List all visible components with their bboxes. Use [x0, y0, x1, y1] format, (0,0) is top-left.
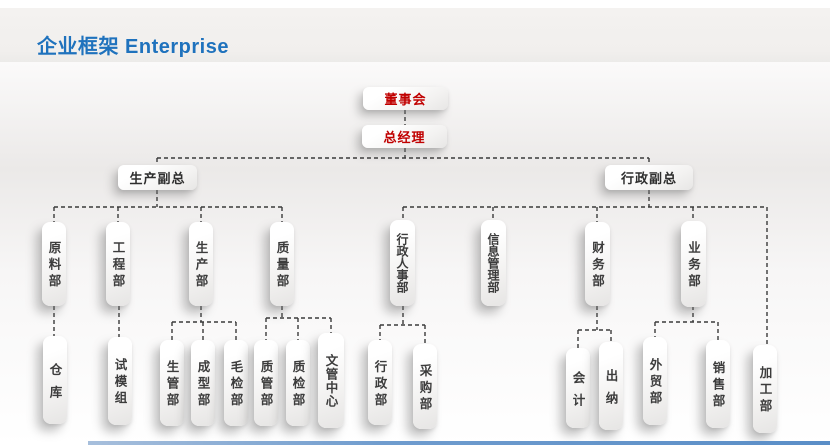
- org-node-molding: 成型部: [191, 340, 215, 426]
- bottom-accent-bar: [88, 441, 830, 445]
- org-node-raw-material: 原料部: [42, 222, 66, 306]
- org-node-prod-vp: 生产副总: [118, 165, 197, 190]
- org-node-purchasing: 采购部: [413, 344, 437, 429]
- page-title: 企业框架 Enterprise: [37, 36, 229, 58]
- org-node-quality: 质量部: [270, 222, 294, 306]
- org-node-warehouse: 仓库: [43, 336, 67, 424]
- org-node-foreign-trade: 外贸部: [643, 337, 667, 425]
- org-node-cashier: 出纳: [599, 342, 623, 430]
- org-node-sales: 销售部: [706, 340, 730, 428]
- org-node-info-mgmt: 信息管理部: [481, 220, 506, 306]
- org-node-finance: 财务部: [585, 222, 610, 306]
- org-node-doc-center: 文管中心: [318, 333, 344, 428]
- org-node-production: 生产部: [189, 222, 213, 306]
- org-node-quality-inspect: 质检部: [286, 340, 310, 426]
- org-node-trial-mold: 试模组: [108, 337, 132, 425]
- org-node-admin-hr: 行政人事部: [390, 220, 415, 306]
- org-node-admin-dept: 行政部: [368, 340, 392, 425]
- org-node-accounting: 会计: [566, 348, 590, 428]
- org-node-business: 业务部: [681, 221, 706, 307]
- slide-header: 企业框架 Enterprise: [0, 8, 830, 62]
- org-node-board: 董事会: [363, 87, 448, 110]
- org-node-processing: 加工部: [753, 345, 777, 433]
- org-node-engineering: 工程部: [106, 222, 130, 306]
- org-node-admin-vp: 行政副总: [605, 165, 693, 190]
- org-node-prod-mgmt: 生管部: [160, 340, 184, 426]
- org-node-quality-mgmt: 质管部: [254, 340, 278, 426]
- org-node-rough-inspect: 毛检部: [224, 340, 248, 426]
- org-node-gm: 总经理: [362, 125, 447, 148]
